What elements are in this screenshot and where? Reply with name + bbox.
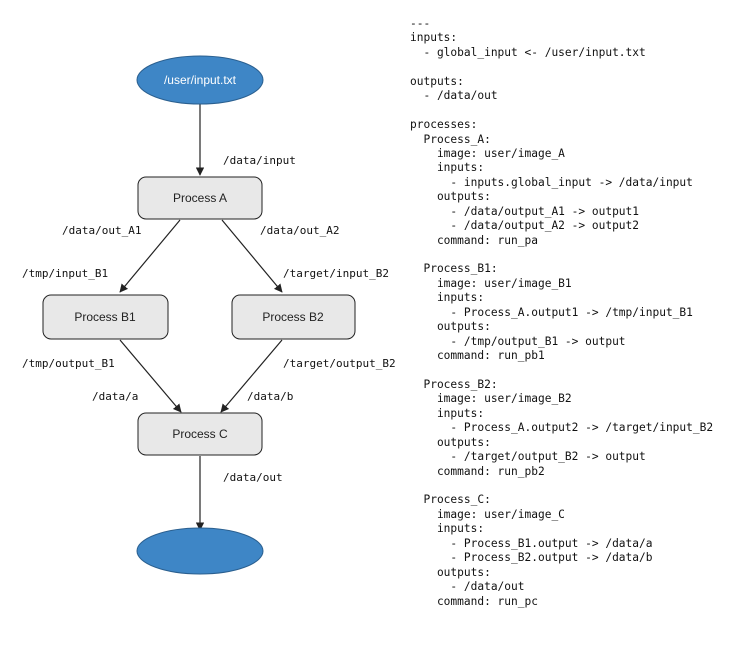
edge-b2-to-c bbox=[220, 339, 283, 413]
process-b1-label: Process B1 bbox=[74, 310, 136, 324]
code-line: - /data/output_A1 -> output1 bbox=[410, 204, 640, 218]
code-line bbox=[410, 104, 713, 118]
edge-a-to-b1 bbox=[119, 219, 181, 293]
code-line: - global_input <- /user/input.txt bbox=[410, 45, 646, 59]
code-line: image: user/image_B2 bbox=[410, 392, 572, 406]
code-line: - Process_A.output1 -> /tmp/input_B1 bbox=[410, 305, 693, 319]
code-line: - /data/out bbox=[410, 580, 525, 594]
code-line: outputs: bbox=[410, 565, 491, 579]
code-line bbox=[410, 60, 713, 74]
code-line: - /data/output_A2 -> output2 bbox=[410, 219, 640, 233]
node-input-file: /user/input.txt bbox=[136, 55, 264, 105]
process-a-label: Process A bbox=[173, 191, 227, 205]
code-line: inputs: bbox=[410, 522, 485, 536]
edge-a-to-b2 bbox=[221, 219, 283, 293]
code-line: outputs: bbox=[410, 320, 491, 334]
code-line: image: user/image_A bbox=[410, 146, 565, 160]
node-process-a: Process A bbox=[137, 176, 263, 220]
code-line: command: run_pc bbox=[410, 594, 538, 608]
code-line: outputs: bbox=[410, 74, 464, 88]
code-line: inputs: bbox=[410, 31, 458, 45]
process-c-label: Process C bbox=[172, 427, 228, 441]
edge-label-b2-out: /target/output_B2 bbox=[283, 357, 396, 370]
edge-label-a-out2: /data/out_A2 bbox=[260, 224, 339, 237]
code-line: outputs: bbox=[410, 190, 491, 204]
code-line: command: run_pa bbox=[410, 233, 538, 247]
code-line: inputs: bbox=[410, 406, 485, 420]
edge-label-b1-out: /tmp/output_B1 bbox=[22, 357, 115, 370]
code-line: Process_A: bbox=[410, 132, 491, 146]
code-line: processes: bbox=[410, 118, 478, 132]
process-b2-label: Process B2 bbox=[262, 310, 324, 324]
code-line: - /data/out bbox=[410, 89, 498, 103]
edge-b1-to-c bbox=[119, 339, 182, 413]
code-line: - /target/output_B2 -> output bbox=[410, 450, 646, 464]
code-line: Process_C: bbox=[410, 493, 491, 507]
edge-label-b2-in: /target/input_B2 bbox=[283, 267, 389, 280]
edge-label-to-a: /data/input bbox=[223, 154, 296, 167]
code-line: - /tmp/output_B1 -> output bbox=[410, 334, 626, 348]
code-line bbox=[410, 248, 713, 262]
code-line: --- bbox=[410, 17, 431, 30]
node-output-sink bbox=[136, 527, 264, 575]
edge-label-b1-in: /tmp/input_B1 bbox=[22, 267, 108, 280]
edge-label-a-out1: /data/out_A1 bbox=[62, 224, 141, 237]
code-line: image: user/image_C bbox=[410, 507, 565, 521]
code-line bbox=[410, 479, 713, 493]
node-process-c: Process C bbox=[137, 412, 263, 456]
code-line: - Process_B2.output -> /data/b bbox=[410, 551, 653, 565]
code-line bbox=[410, 364, 713, 378]
yaml-code-block: ---inputs: - global_input <- /user/input… bbox=[410, 17, 713, 609]
edge-label-c-in-b: /data/b bbox=[247, 390, 293, 403]
code-line: - inputs.global_input -> /data/input bbox=[410, 175, 693, 189]
code-line: outputs: bbox=[410, 435, 491, 449]
node-process-b1: Process B1 bbox=[42, 294, 169, 340]
edges bbox=[119, 104, 283, 531]
edge-label-c-in-a: /data/a bbox=[92, 390, 138, 403]
node-process-b2: Process B2 bbox=[231, 294, 356, 340]
code-line: command: run_pb1 bbox=[410, 349, 545, 363]
code-line: inputs: bbox=[410, 161, 485, 175]
code-line: command: run_pb2 bbox=[410, 464, 545, 478]
input-file-label: /user/input.txt bbox=[164, 73, 237, 87]
pipeline-diagram: /user/input.txt Process A Process B1 Pro… bbox=[22, 55, 396, 575]
code-line: - Process_B1.output -> /data/a bbox=[410, 536, 653, 550]
code-line: Process_B2: bbox=[410, 377, 498, 391]
code-line: Process_B1: bbox=[410, 262, 498, 276]
code-line: image: user/image_B1 bbox=[410, 276, 572, 290]
code-line: - Process_A.output2 -> /target/input_B2 bbox=[410, 421, 714, 435]
code-line: inputs: bbox=[410, 291, 485, 305]
edge-label-c-out: /data/out bbox=[223, 471, 283, 484]
